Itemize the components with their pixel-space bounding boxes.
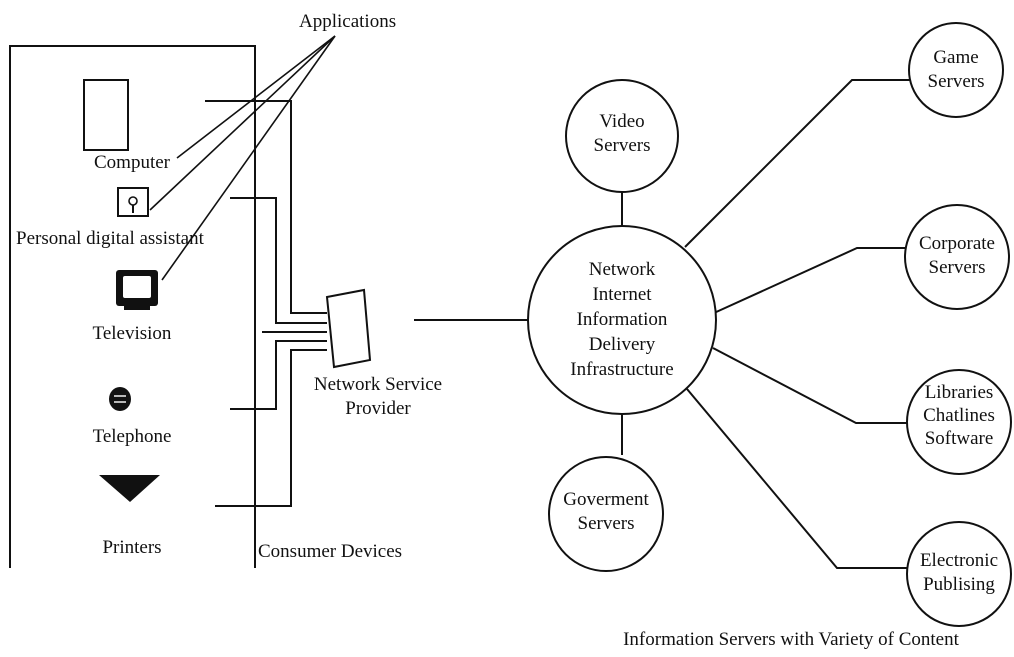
consumer-devices-frame	[9, 45, 256, 568]
hub-line3: Information	[577, 309, 668, 330]
television-label: Television	[93, 323, 172, 344]
printers-label: Printers	[102, 537, 161, 558]
provider-label-line2: Provider	[345, 398, 411, 419]
provider-label-line1: Network Service	[314, 374, 442, 395]
government-servers-line2: Servers	[578, 513, 635, 534]
pda-label: Personal digital assistant	[16, 228, 205, 249]
hub-line2: Internet	[592, 284, 652, 305]
printer-icon	[99, 475, 160, 502]
libraries-servers-line2: Chatlines	[923, 405, 995, 426]
hub-line4: Delivery	[589, 334, 656, 355]
hub-line5: Infrastructure	[570, 359, 673, 380]
video-servers-circle	[565, 79, 679, 193]
caption: Information Servers with Variety of Cont…	[623, 629, 959, 650]
game-servers-line1: Game	[933, 47, 978, 68]
government-servers-line1: Goverment	[563, 489, 649, 510]
telephone-icon	[109, 387, 131, 411]
device-connection-lines	[205, 100, 327, 507]
publishing-servers-line1: Electronic	[920, 550, 998, 571]
libraries-servers-line3: Software	[925, 428, 994, 449]
corporate-servers-line2: Servers	[929, 257, 986, 278]
computer-label: Computer	[94, 152, 171, 173]
application-pointer-lines	[149, 35, 336, 281]
publishing-servers-line2: Publising	[923, 574, 995, 595]
corporate-servers-line1: Corporate	[919, 233, 995, 254]
pda-icon	[117, 187, 149, 217]
video-servers-line1: Video	[599, 111, 644, 132]
hub-line1: Network	[589, 259, 656, 280]
libraries-servers-circle	[906, 369, 1012, 475]
telephone-label: Telephone	[93, 426, 172, 447]
video-servers-line2: Servers	[594, 135, 651, 156]
corporate-servers-circle	[904, 204, 1010, 310]
computer-icon	[83, 79, 129, 151]
game-servers-circle	[908, 22, 1004, 118]
government-servers-circle	[548, 456, 664, 572]
network-service-provider-box	[325, 288, 372, 369]
television-icon	[116, 270, 158, 310]
applications-label: Applications	[299, 11, 396, 32]
consumer-devices-label: Consumer Devices	[258, 541, 402, 562]
hub-server-links	[621, 79, 912, 569]
publishing-servers-circle	[906, 521, 1012, 627]
libraries-servers-line1: Libraries	[925, 382, 994, 403]
hub-circle	[527, 225, 717, 415]
game-servers-line2: Servers	[928, 71, 985, 92]
